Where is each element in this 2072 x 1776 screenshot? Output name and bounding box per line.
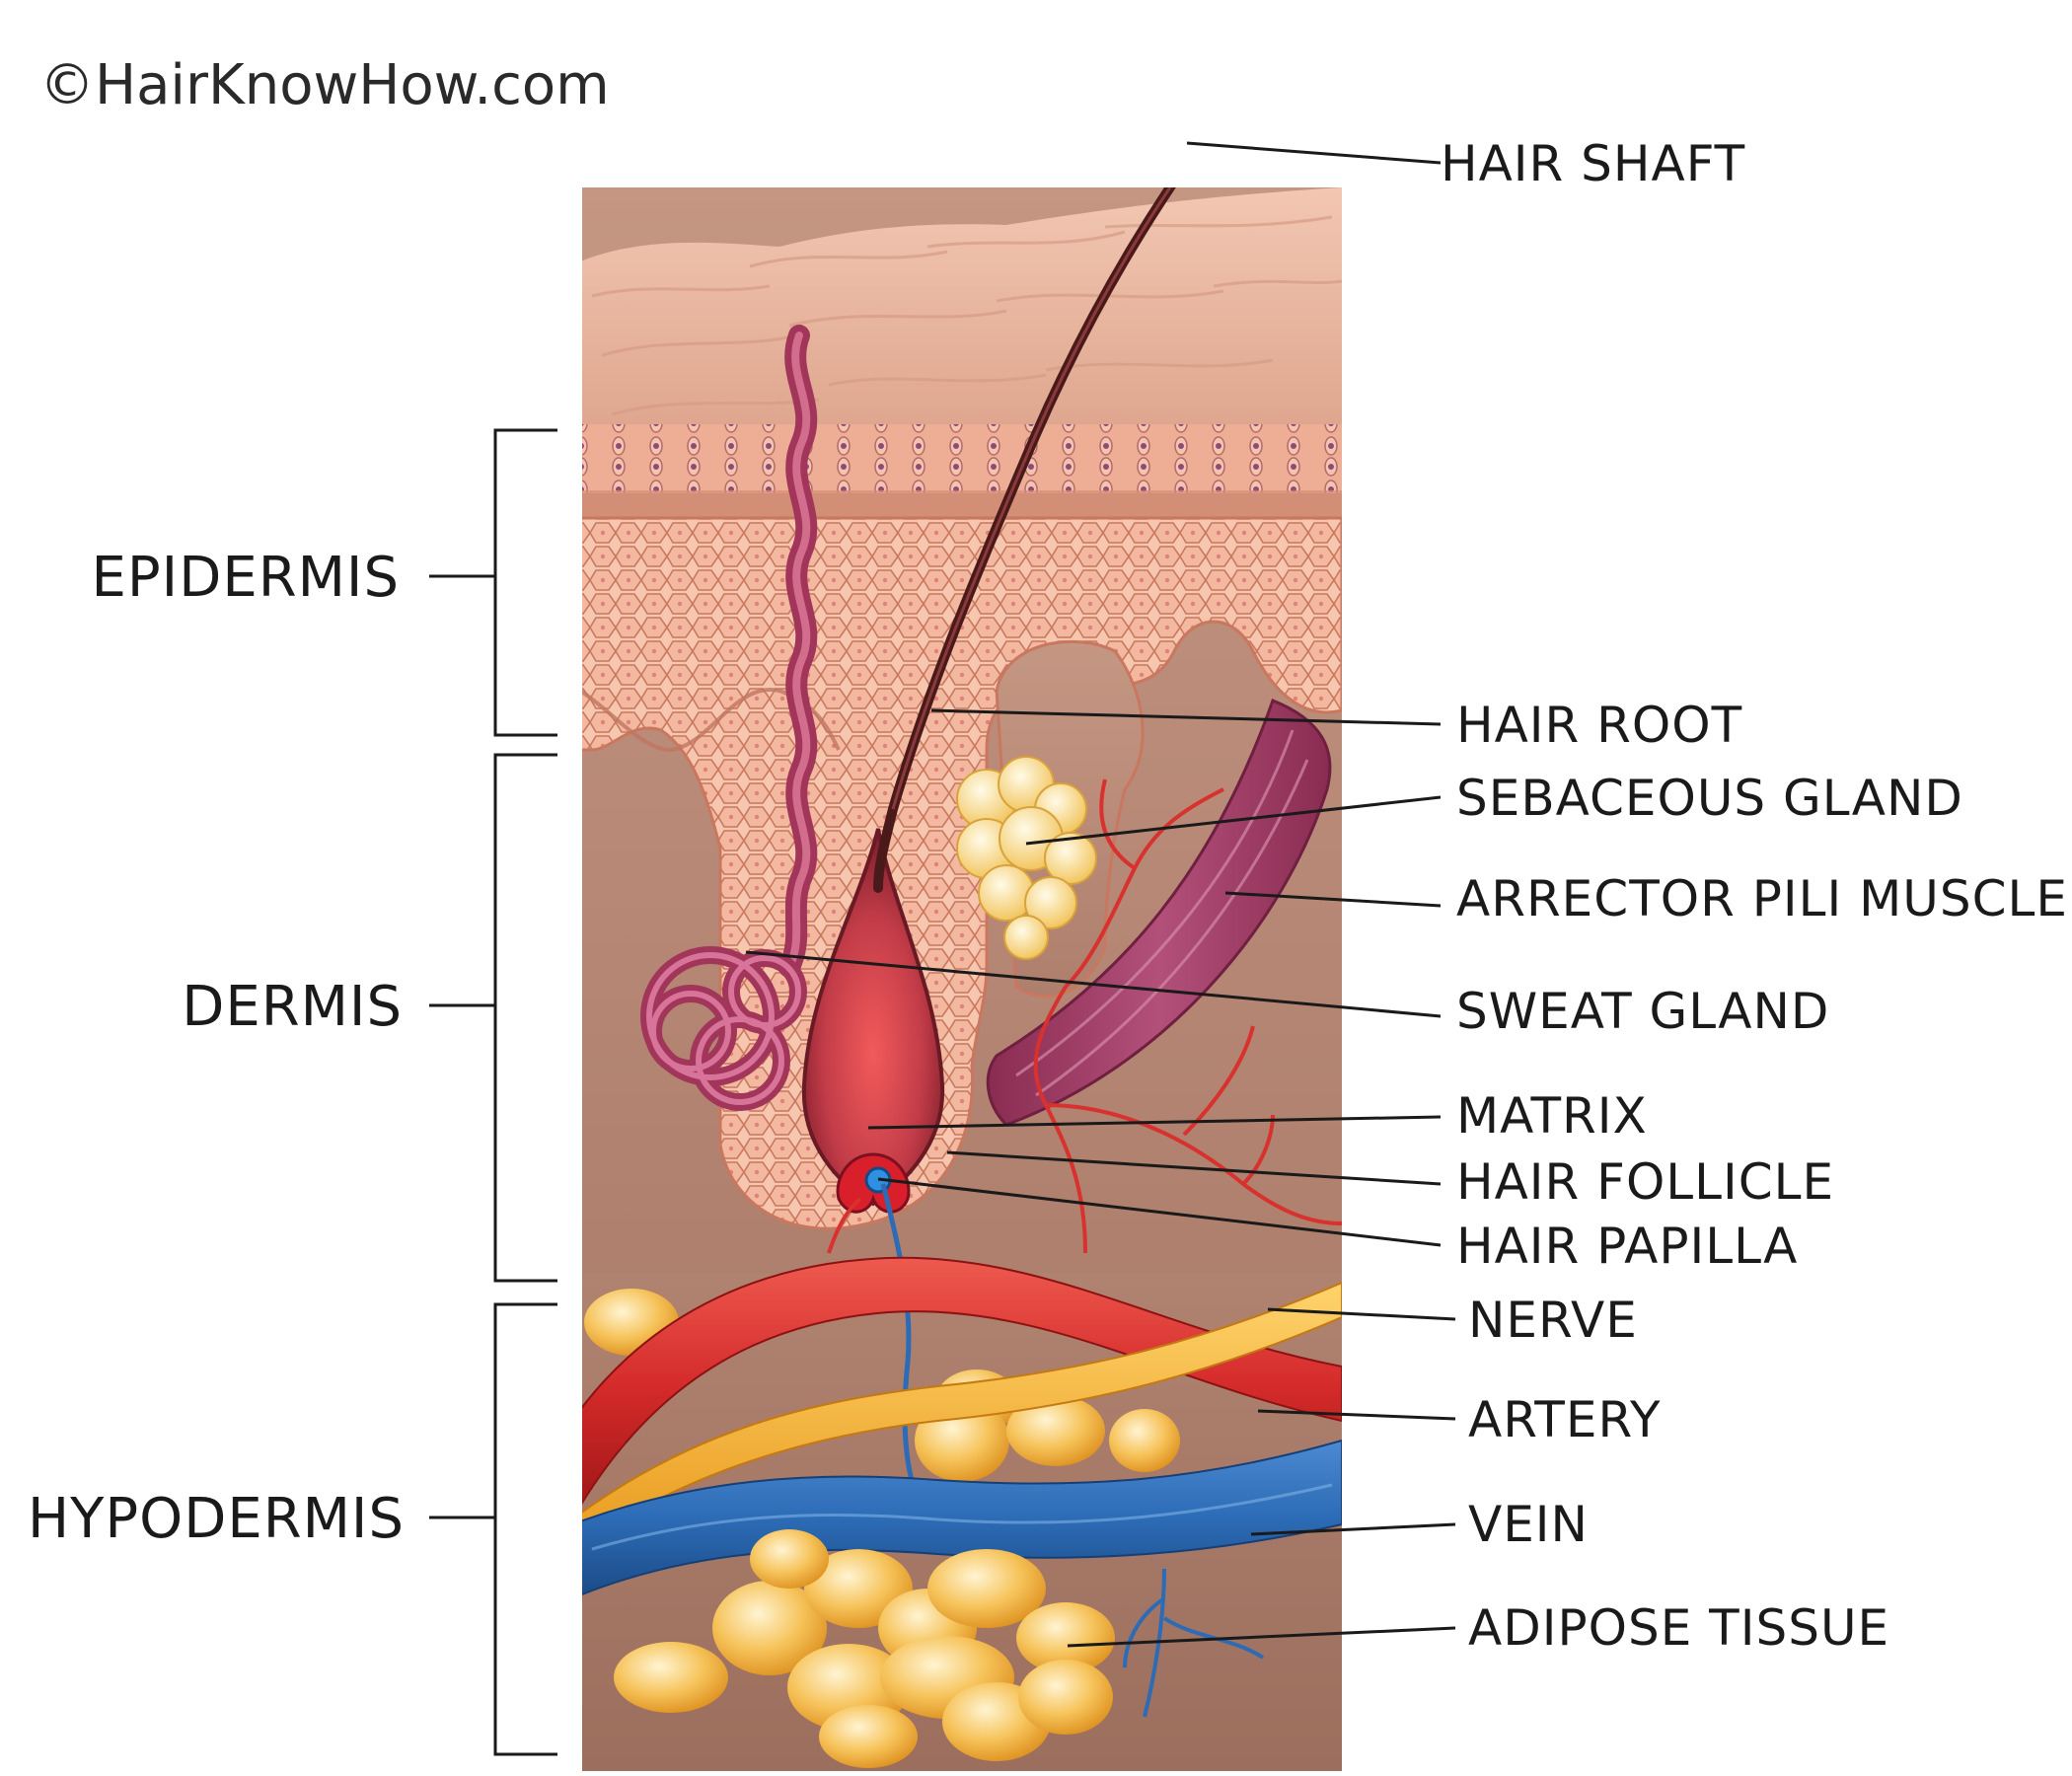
label-artery: ARTERY bbox=[1468, 1391, 1662, 1448]
hypodermis-bracket bbox=[495, 1304, 557, 1754]
leader-hair-shaft bbox=[1187, 143, 1441, 163]
label-hypodermis: HYPODERMIS bbox=[28, 1487, 405, 1551]
label-hair-follicle: HAIR FOLLICLE bbox=[1456, 1153, 1834, 1211]
basal-layer bbox=[580, 424, 1345, 493]
label-hair-root: HAIR ROOT bbox=[1456, 697, 1742, 754]
label-dermis: DERMIS bbox=[182, 975, 403, 1039]
label-epidermis: EPIDERMIS bbox=[92, 546, 400, 610]
label-matrix: MATRIX bbox=[1456, 1087, 1648, 1145]
label-vein: VEIN bbox=[1468, 1496, 1589, 1553]
watermark-credit: ©HairKnowHow.com bbox=[39, 53, 610, 117]
label-adipose-tissue: ADIPOSE TISSUE bbox=[1468, 1599, 1889, 1657]
dermis-bracket bbox=[495, 755, 557, 1281]
layer-brackets bbox=[429, 430, 557, 1754]
label-hair-papilla: HAIR PAPILLA bbox=[1456, 1218, 1798, 1275]
label-sebaceous-gland: SEBACEOUS GLAND bbox=[1456, 770, 1963, 827]
label-hair-shaft: HAIR SHAFT bbox=[1441, 135, 1745, 192]
epidermis-bracket bbox=[495, 430, 557, 735]
label-nerve: NERVE bbox=[1468, 1292, 1638, 1349]
label-sweat-gland: SWEAT GLAND bbox=[1456, 983, 1829, 1040]
label-arrector-pili-muscle: ARRECTOR PILI MUSCLE bbox=[1456, 870, 2068, 927]
